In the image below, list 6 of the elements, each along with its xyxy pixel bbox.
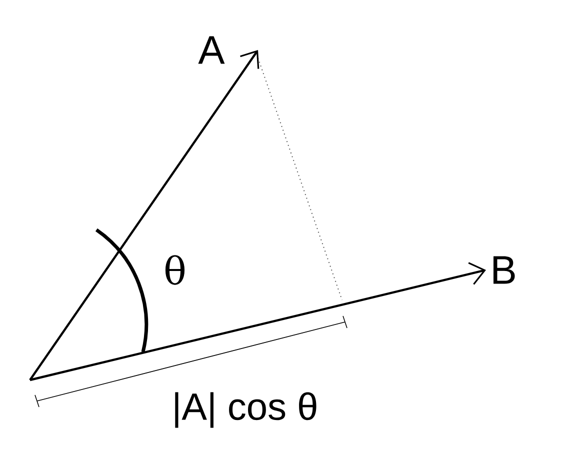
projection-label: |A| cos θ (175, 392, 316, 428)
vector-arrow (29, 50, 260, 381)
angle-label: θ (165, 255, 185, 285)
vector-arrow (30, 262, 486, 382)
vector-label: A (198, 36, 225, 64)
vector-label: B (494, 256, 515, 284)
